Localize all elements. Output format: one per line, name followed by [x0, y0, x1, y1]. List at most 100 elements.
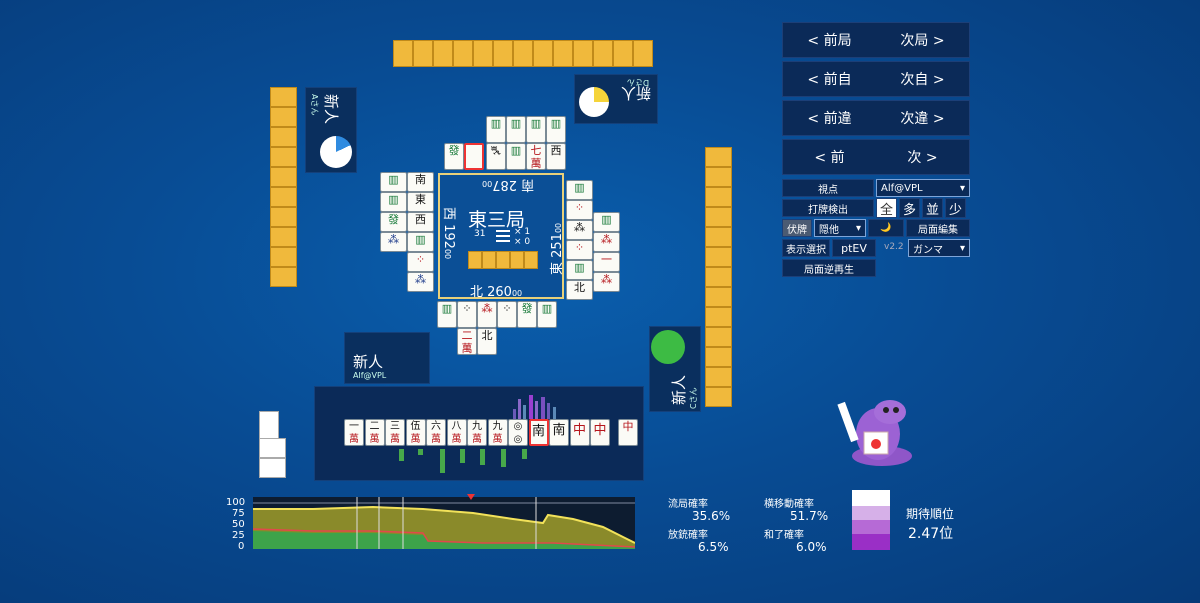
hand-tile[interactable]: 一萬 [344, 419, 364, 446]
hand-tile[interactable]: 九萬 [467, 419, 487, 446]
chart-marker-icon [467, 494, 475, 500]
player-self-name: 新人 [353, 353, 384, 371]
hand-tile[interactable]: 南 [528, 419, 549, 446]
seat-west: 西 19200 [441, 207, 456, 260]
hidden-select[interactable]: 隠他▾ [814, 219, 866, 237]
detect-label: 打牌検出 [782, 199, 874, 217]
edit-position-button[interactable]: 局面編集 [906, 219, 970, 237]
player-self-id: Alf@VPL [353, 371, 387, 380]
hand-tile-top: 一 [349, 421, 359, 432]
detect-few-button[interactable]: 少 [945, 198, 966, 218]
eval-bars [399, 395, 556, 473]
ryukyoku-label: 流局確率 [668, 499, 708, 510]
ptev-button[interactable]: ptEV [832, 239, 876, 257]
prev-button[interactable]: < 前 [814, 150, 845, 166]
seat-south: 南 28700 [482, 177, 535, 192]
hand-tile-bottom: ◎ [513, 434, 523, 445]
hand-tile[interactable]: ◎◎ [508, 419, 528, 446]
yokoido-label: 横移動確率 [764, 499, 814, 510]
stick-icon [496, 235, 510, 237]
moon-icon[interactable]: 🌙 [868, 219, 904, 237]
seat-north: 北 26000 [470, 285, 523, 300]
honba-count: 31 [474, 229, 486, 239]
next-button[interactable]: 次 > [907, 150, 938, 166]
prev-round-button[interactable]: < 前局 [807, 33, 852, 49]
center-board: 東三局 31 × 1 × 0 南 28700 西 19200 東 25100 北… [438, 173, 565, 300]
stick-icon [496, 240, 510, 242]
ryukyoku-value: 35.6% [692, 509, 731, 523]
hand-tile[interactable]: 三萬 [385, 419, 405, 446]
hand-tile[interactable]: 九萬 [487, 419, 508, 446]
prev-self-button[interactable]: < 前自 [807, 72, 852, 88]
player-right-id: Cさん [689, 387, 698, 409]
hand-tile-top: 二 [369, 421, 380, 432]
hand-tile[interactable]: 伍萬 [405, 419, 426, 446]
pie-top-icon [579, 87, 609, 117]
drawn-tile[interactable]: 中 [618, 419, 638, 446]
prev-diff-button[interactable]: < 前違 [807, 111, 852, 127]
hand-tile-top: 六 [431, 421, 441, 432]
next-round-button[interactable]: 次局 > [900, 33, 945, 49]
next-diff-button[interactable]: 次違 > [900, 111, 945, 127]
chevron-down-icon: ▾ [959, 242, 965, 254]
hoju-label: 放銃確率 [668, 530, 708, 541]
rank-label: 期待順位 [906, 507, 955, 521]
next-self-button[interactable]: 次自 > [900, 72, 945, 88]
seat-east: 東 25100 [550, 222, 565, 275]
hand-tile[interactable]: 六萬 [426, 419, 446, 446]
hand-tile-bottom: 萬 [390, 434, 400, 445]
hand-tile[interactable]: 八萬 [446, 419, 467, 446]
detect-normal-button[interactable]: 並 [922, 198, 943, 218]
step-nav: < 前 次 > [782, 139, 970, 175]
hand-tile[interactable]: 中 [590, 419, 610, 446]
axis-tick: 100 [226, 497, 246, 508]
hand-tile[interactable]: 二萬 [364, 419, 385, 446]
viewpoint-label: 視点 [782, 179, 874, 197]
viewpoint-select[interactable]: Alf@VPL▾ [876, 179, 970, 197]
round-nav: < 前局 次局 > [782, 22, 970, 58]
hand-tile-top: 八 [451, 421, 462, 432]
self-nav: < 前自 次自 > [782, 61, 970, 97]
player-left-name: 新人 [322, 94, 340, 125]
display-select-button[interactable]: 表示選択 [782, 239, 830, 257]
top-wall [393, 40, 653, 67]
diff-nav: < 前違 次違 > [782, 100, 970, 136]
stick-icon [496, 230, 510, 232]
dora-indicator [468, 251, 538, 269]
hand-tile[interactable]: 南 [549, 419, 569, 446]
detect-many-button[interactable]: 多 [899, 198, 920, 218]
player-left-id: Aさん [310, 94, 319, 116]
reverse-replay-button[interactable]: 局面逆再生 [782, 259, 876, 277]
hand-tile-bottom: 萬 [472, 434, 482, 445]
hand-tile[interactable]: 中 [569, 419, 590, 446]
hand-tile-bottom: 萬 [431, 434, 441, 445]
hoju-value: 6.5% [698, 540, 729, 554]
round-label: 東三局 [468, 209, 526, 231]
chevron-down-icon: ▾ [959, 182, 965, 194]
probability-chart [253, 497, 635, 549]
hand-tile-top: 中 [593, 423, 607, 438]
detect-all-button[interactable]: 全 [876, 198, 897, 218]
axis-tick: 50 [232, 519, 245, 530]
hand-tile-top: 三 [390, 421, 400, 432]
hidden-tiles-toggle[interactable]: 伏牌 [782, 219, 812, 237]
rank-value: 2.47位 [908, 526, 954, 542]
hand-tile-bottom: 萬 [492, 434, 503, 445]
hand-tile-top: 九 [492, 421, 503, 432]
gamma-select[interactable]: ガンマ▾ [908, 239, 970, 257]
player-self-box: 新人 Alf@VPL [344, 332, 430, 384]
honba-stick-count: × 0 [514, 237, 531, 247]
hand-tile-bottom: 萬 [349, 434, 359, 445]
hand-tile-bottom: 萬 [451, 434, 462, 445]
left-wall [270, 87, 297, 287]
chevron-down-icon: ▾ [855, 222, 861, 234]
pie-left-icon [320, 136, 352, 168]
player-right-box: 新人 Cさん [649, 326, 701, 412]
hora-value: 6.0% [796, 540, 827, 554]
hand-tile-top: 九 [472, 421, 482, 432]
hand-tile-top: 中 [572, 423, 586, 438]
hand-tile-top: 伍 [410, 421, 421, 432]
axis-tick: 0 [238, 541, 245, 552]
detect-options: 全 多 並 少 [876, 198, 966, 218]
yokoido-value: 51.7% [790, 509, 829, 523]
